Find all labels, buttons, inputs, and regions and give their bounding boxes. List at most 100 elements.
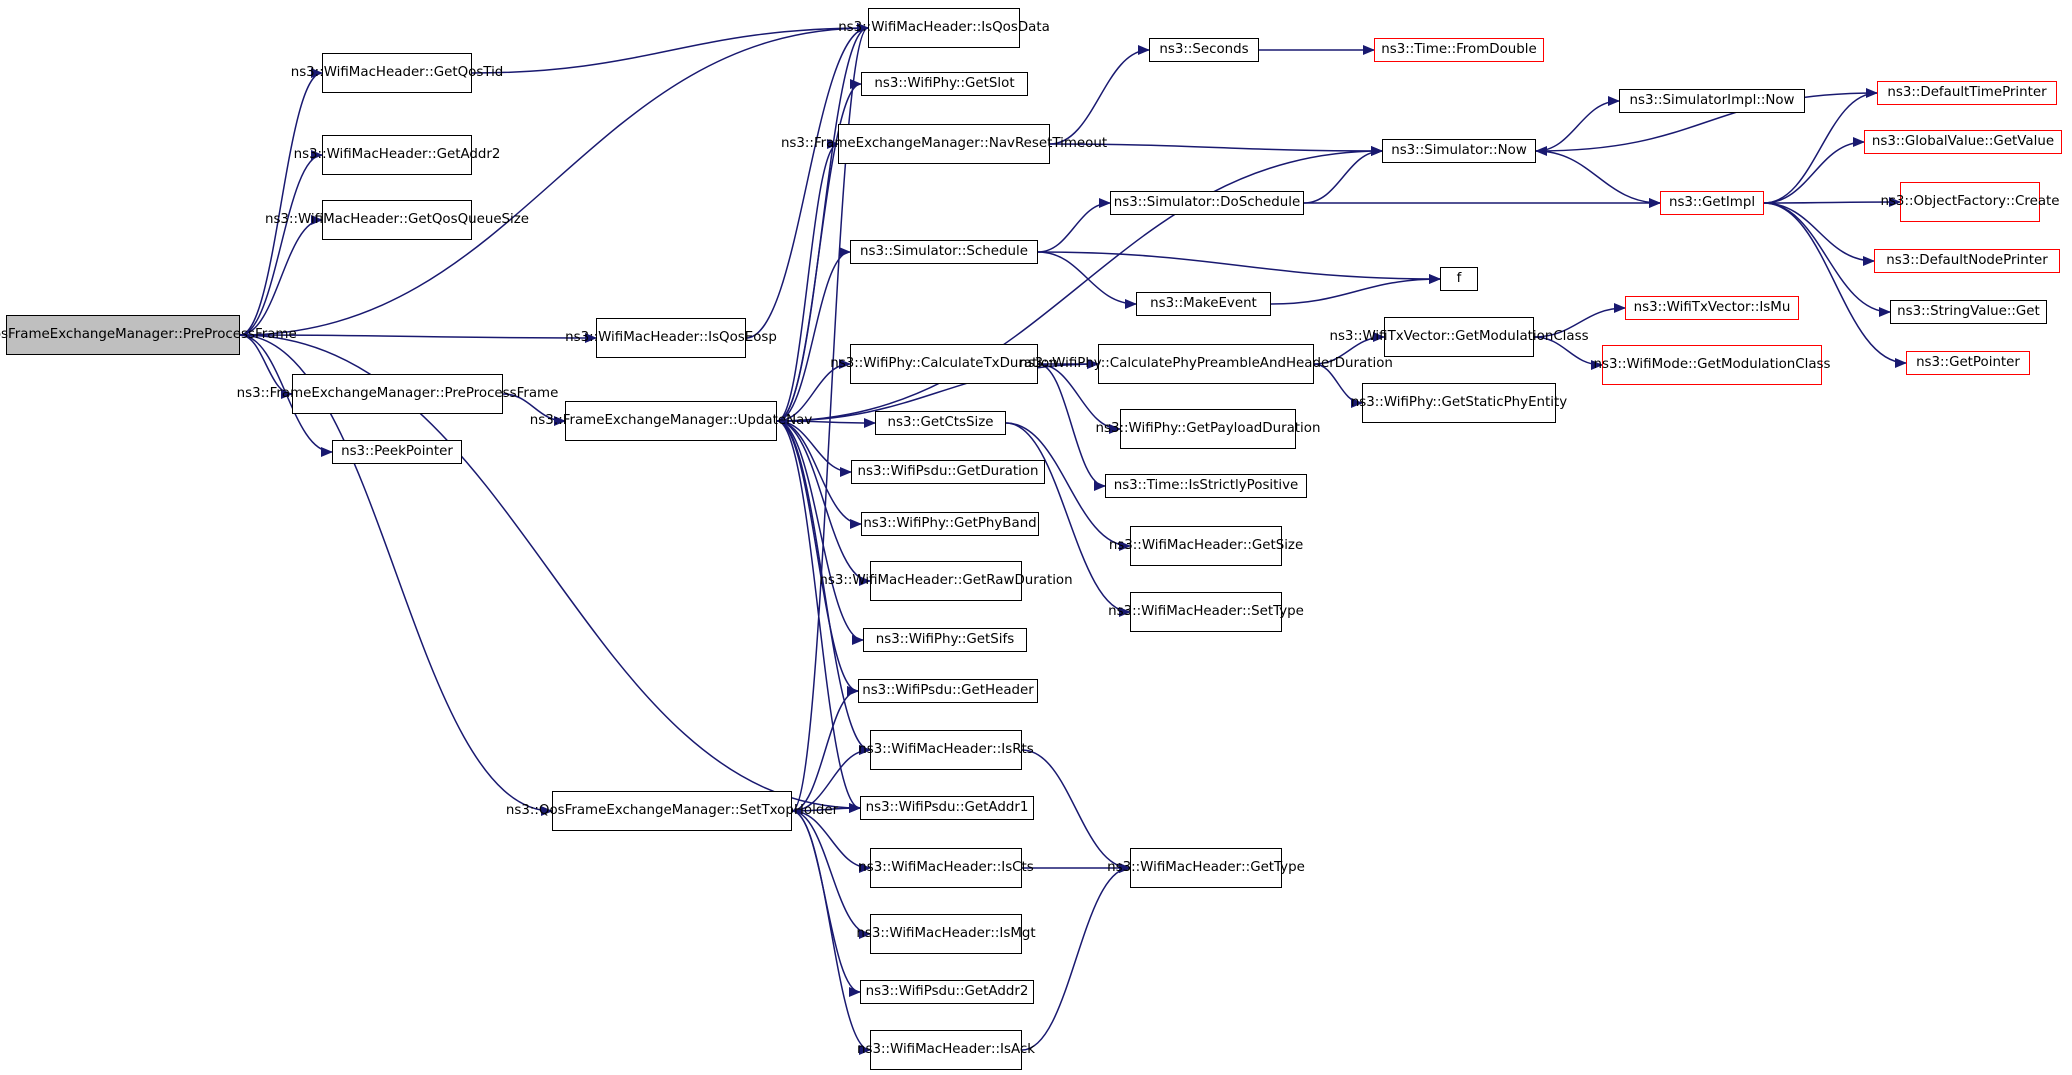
edge-calcTx-isStrictlyPositive <box>1037 363 1106 491</box>
edge-layer <box>239 23 1907 1055</box>
edge-schedule-doSchedule <box>1037 198 1111 253</box>
node-is-rts[interactable]: ns3::WifiMacHeader::IsRts <box>858 730 1034 770</box>
node-get-sifs[interactable]: ns3::WifiPhy::GetSifs <box>863 628 1027 652</box>
edge-navReset-seconds <box>1049 45 1150 145</box>
edge-updateNav-getCtsSize <box>776 417 876 428</box>
node-get-cts-size[interactable]: ns3::GetCtsSize <box>875 411 1006 435</box>
edge-updateNav-getSlot <box>776 79 862 422</box>
edge-setTxop-isRts <box>791 745 871 812</box>
node-set-type[interactable]: ns3::WifiMacHeader::SetType <box>1108 592 1304 632</box>
edge-root-psduGetAddr1 <box>239 334 861 813</box>
edge-updateNav-isRts <box>776 420 871 755</box>
node-get-modulation-class[interactable]: ns3::WifiTxVector::GetModulationClass <box>1329 317 1589 357</box>
node-get-slot[interactable]: ns3::WifiPhy::GetSlot <box>861 72 1028 96</box>
edge-updateNav-psduGetHeader <box>776 420 859 696</box>
node-is-ack[interactable]: ns3::WifiMacHeader::IsAck <box>857 1030 1035 1070</box>
edge-updateNav-getRawDuration <box>776 420 871 586</box>
node-is-qos-data[interactable]: ns3::WifiMacHeader::IsQosData <box>838 8 1050 48</box>
edge-femPreProcess-updateNav <box>502 393 566 426</box>
node-is-strictly-positive[interactable]: ns3::Time::IsStrictlyPositive <box>1105 474 1307 498</box>
node-get-size[interactable]: ns3::WifiMacHeader::GetSize <box>1109 526 1303 566</box>
node-nav-reset-timeout[interactable]: ns3::FrameExchangeManager::NavResetTimeo… <box>781 124 1107 164</box>
node-is-mu[interactable]: ns3::WifiTxVector::IsMu <box>1625 296 1799 320</box>
node-psdu-get-duration[interactable]: ns3::WifiPsdu::GetDuration <box>851 460 1045 484</box>
node-get-addr2-header[interactable]: ns3::WifiMacHeader::GetAddr2 <box>294 135 500 175</box>
node-simulator-impl-now[interactable]: ns3::SimulatorImpl::Now <box>1619 89 1805 113</box>
node-is-cts[interactable]: ns3::WifiMacHeader::IsCts <box>858 848 1034 888</box>
node-get-phy-band[interactable]: ns3::WifiPhy::GetPhyBand <box>861 512 1039 536</box>
edge-calcPhyPreamble-getStaticPhy <box>1313 363 1363 408</box>
node-seconds[interactable]: ns3::Seconds <box>1149 38 1259 62</box>
edge-calcPhyPreamble-getModClass <box>1313 332 1385 365</box>
node-update-nav[interactable]: ns3::FrameExchangeManager::UpdateNav <box>530 401 812 441</box>
node-get-pointer[interactable]: ns3::GetPointer <box>1906 351 2030 375</box>
node-global-value-get-value[interactable]: ns3::GlobalValue::GetValue <box>1864 130 2062 154</box>
edge-setTxop-isCts <box>791 810 871 873</box>
node-set-txop-holder[interactable]: ns3::QosFrameExchangeManager::SetTxopHol… <box>506 791 838 831</box>
node-get-qos-queue-size[interactable]: ns3::WifiMacHeader::GetQosQueueSize <box>265 200 529 240</box>
edge-defTimePrinter-simNow <box>1535 92 1878 156</box>
node-get-raw-duration[interactable]: ns3::WifiMacHeader::GetRawDuration <box>819 561 1073 601</box>
edge-navReset-simNow <box>1049 143 1383 156</box>
node-make-event[interactable]: ns3::MakeEvent <box>1136 292 1271 316</box>
edge-root-getQosQueueSize <box>239 215 323 336</box>
edge-makeEvent-f <box>1270 274 1441 305</box>
edge-doSchedule-simNow <box>1303 146 1383 204</box>
node-peek-pointer[interactable]: ns3::PeekPointer <box>332 440 462 464</box>
node-psdu-get-addr2[interactable]: ns3::WifiPsdu::GetAddr2 <box>860 980 1034 1004</box>
node-get-impl[interactable]: ns3::GetImpl <box>1660 191 1764 215</box>
node-root: ns3::QosFrameExchangeManager::PreProcess… <box>0 315 297 355</box>
edge-root-isQosEosp <box>239 332 597 343</box>
edge-updateNav-calcTx <box>776 359 851 422</box>
node-simulator-now[interactable]: ns3::Simulator::Now <box>1382 139 1536 163</box>
node-is-qos-eosp[interactable]: ns3::WifiMacHeader::IsQosEosp <box>565 318 777 358</box>
edge-getImpl-globalValue <box>1763 137 1865 204</box>
edge-getImpl-getPointer <box>1763 202 1907 368</box>
edge-updateNav-navReset <box>776 139 839 422</box>
edge-root-peekPointer <box>239 334 333 457</box>
node-do-schedule[interactable]: ns3::Simulator::DoSchedule <box>1110 191 1304 215</box>
edge-updateNav-simNow <box>776 146 1383 422</box>
edge-calcTx-getPayload <box>1037 363 1121 434</box>
node-object-factory-create[interactable]: ns3::ObjectFactory::Create <box>1880 182 2060 222</box>
edge-getImpl-objFactory <box>1763 197 1901 208</box>
edge-root-setTxop <box>239 334 553 816</box>
edge-getModClass-isMu <box>1533 303 1626 338</box>
edge-isQosEosp-isQosData <box>745 23 869 339</box>
node-f[interactable]: f <box>1440 267 1478 291</box>
edge-setTxop-isMgt <box>791 810 871 939</box>
node-psdu-get-header[interactable]: ns3::WifiPsdu::GetHeader <box>858 679 1038 703</box>
node-fem-pre-process-frame[interactable]: ns3::FrameExchangeManager::PreProcessFra… <box>237 374 558 414</box>
edge-setTxop-psduGetAddr1 <box>791 803 861 814</box>
node-simulator-schedule[interactable]: ns3::Simulator::Schedule <box>850 240 1038 264</box>
edge-setTxop-isAck <box>791 810 871 1055</box>
edge-getQosTid-isQosData <box>471 23 869 74</box>
edge-updateNav-getSifs <box>776 420 864 645</box>
node-psdu-get-addr1[interactable]: ns3::WifiPsdu::GetAddr1 <box>860 796 1034 820</box>
node-is-mgt[interactable]: ns3::WifiMacHeader::IsMgt <box>856 914 1036 954</box>
node-get-type[interactable]: ns3::WifiMacHeader::GetType <box>1107 848 1305 888</box>
edge-root-isQosData <box>239 23 869 336</box>
edge-simNow-simImplNow <box>1535 96 1620 152</box>
edge-isRts-getType <box>1021 749 1131 873</box>
node-default-node-printer[interactable]: ns3::DefaultNodePrinter <box>1874 249 2060 273</box>
edge-setTxop-psduGetHeader <box>791 686 859 812</box>
edge-getImpl-defTimePrinter <box>1763 88 1878 204</box>
edge-root-getQosTid <box>239 68 323 336</box>
edge-schedule-f <box>1037 251 1441 284</box>
edge-updateNav-schedule <box>776 247 851 422</box>
edge-simNow-getImpl <box>1535 150 1661 208</box>
edge-getCtsSize-getSize <box>1005 422 1131 551</box>
edge-setTxop-isQosData <box>791 23 869 812</box>
node-string-value-get[interactable]: ns3::StringValue::Get <box>1890 300 2047 324</box>
node-from-double[interactable]: ns3::Time::FromDouble <box>1374 38 1544 62</box>
node-default-time-printer[interactable]: ns3::DefaultTimePrinter <box>1877 81 2057 105</box>
edge-schedule-makeEvent <box>1037 251 1137 309</box>
node-get-qos-tid[interactable]: ns3::WifiMacHeader::GetQosTid <box>291 53 503 93</box>
edge-root-getAddr2H <box>239 150 323 336</box>
